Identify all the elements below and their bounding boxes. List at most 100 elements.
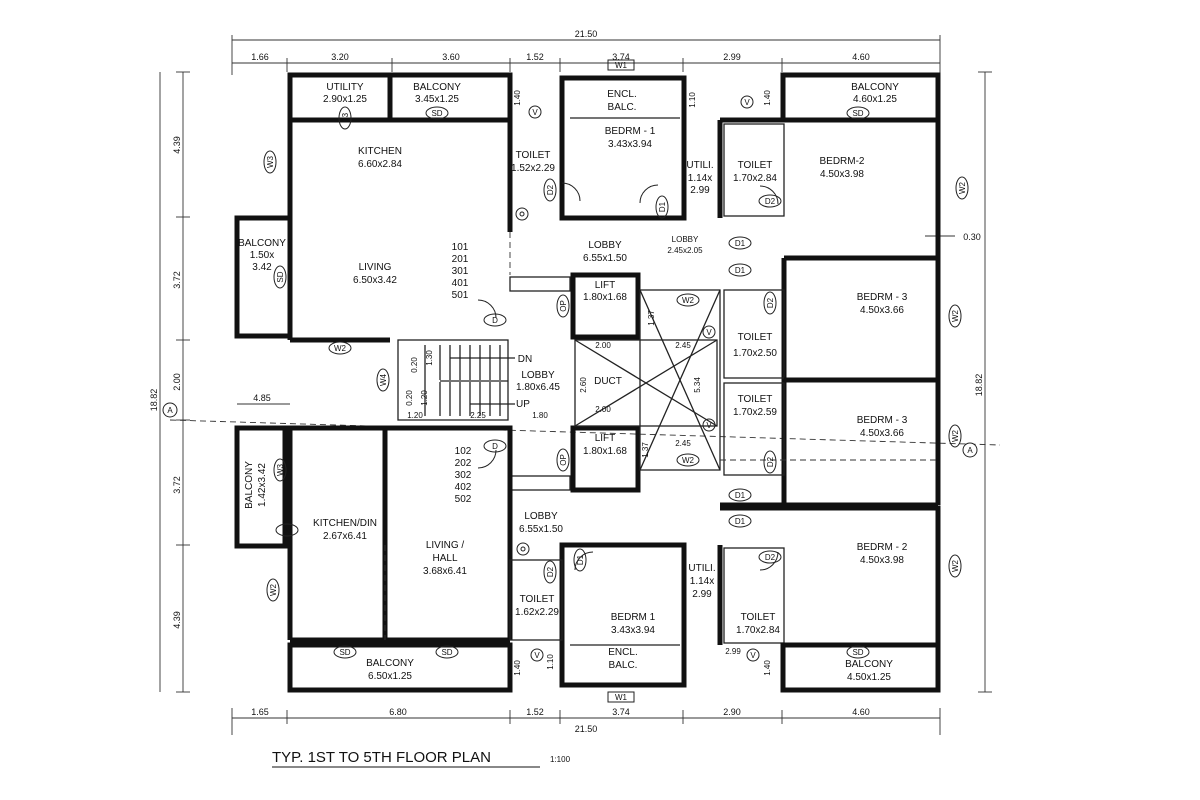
room-name: UTILI. (688, 563, 715, 574)
room-size: 1.70x2.84 (733, 173, 777, 184)
window-tag-w2: W2 (269, 583, 278, 596)
sliding-door-tag-sd: SD (431, 109, 442, 118)
dim-text: 1.37 (647, 310, 656, 326)
room-size: 4.60x1.25 (853, 94, 897, 105)
unit-numbers-bottom: 102 202 302 402 502 (455, 446, 472, 505)
door-tag-d2: D2 (766, 297, 775, 308)
room-size: 4.50x1.25 (847, 672, 891, 683)
room-size: 1.14x (690, 576, 714, 587)
dim-left-4: 3.72 (172, 476, 182, 494)
dim-left-1: 4.39 (172, 136, 182, 154)
room-name: UTILI. (686, 160, 713, 171)
room-size: HALL (432, 553, 457, 564)
dim-text: 1.10 (546, 654, 555, 670)
door-tag-d2: D2 (766, 456, 775, 467)
dim-text: 2.45 (675, 439, 691, 448)
room-size: 4.50x3.66 (860, 305, 904, 316)
room-name: BALCONY (845, 659, 893, 670)
dim-text: 2.00 (595, 405, 611, 414)
room-name: LOBBY (588, 240, 622, 251)
dim-text: 1.10 (688, 92, 697, 108)
window-tag-w2: W2 (951, 309, 960, 322)
dim-top-total: 21.50 (575, 29, 598, 39)
unit-numbers-top: 101 201 301 401 501 (452, 242, 469, 301)
room-name: TOILET (738, 394, 773, 405)
room-size: BALC. (608, 102, 637, 113)
dim-text: 1.40 (513, 660, 522, 676)
dim-text: 1.80 (532, 411, 548, 420)
ventilator-tag-v: V (706, 421, 712, 430)
window-tag-w2: W2 (682, 456, 695, 465)
room-size: 1.80x1.68 (583, 446, 627, 457)
grid-marker-right: A (967, 446, 973, 455)
room-name: TOILET (520, 594, 555, 605)
dim-text: 1.40 (763, 660, 772, 676)
room-labels: UTILITY 2.90x1.25 BALCONY 3.45x1.25 ENCL… (238, 82, 908, 683)
window-tag-w2: W2 (958, 181, 967, 194)
dim-mid-left: 4.85 (253, 393, 271, 403)
dim-text: 1.40 (763, 90, 772, 106)
plan-title-block: TYP. 1ST TO 5TH FLOOR PLAN 1:100 (272, 749, 571, 768)
dim-right-small: 0.30 (963, 232, 981, 242)
dim-bottom-2: 6.80 (389, 707, 407, 717)
room-size: 1.42x3.42 (257, 463, 268, 507)
dim-top-3: 3.60 (442, 52, 460, 62)
grid-line-a: A A (162, 402, 1001, 458)
room-name: UTILITY (326, 82, 364, 93)
room-size-2: 2.99 (690, 185, 710, 196)
room-name: BALCONY (244, 461, 255, 509)
room-size-2: 2.99 (692, 589, 712, 600)
window-tag-w2: W2 (951, 429, 960, 442)
door-tag-d2: D2 (765, 553, 776, 562)
room-name: LOBBY (524, 511, 558, 522)
room-name: LIFT (595, 280, 616, 291)
dim-bottom-6: 4.60 (852, 707, 870, 717)
room-size: 1.14x (688, 173, 712, 184)
dimension-lines-bottom: 1.65 6.80 1.52 3.74 2.90 4.60 21.50 (231, 707, 941, 735)
room-name: BEDRM - 3 (857, 292, 908, 303)
room-size: 3.43x3.94 (611, 625, 655, 636)
stair-treads (424, 345, 508, 416)
room-size: 6.55x1.50 (519, 524, 563, 535)
unit-number: 301 (452, 266, 469, 277)
room-size: 1.50x (250, 250, 274, 261)
walls (234, 72, 941, 693)
unit-number: 501 (452, 290, 469, 301)
window-tag-w3: W3 (276, 463, 285, 476)
door-tag-d2: D2 (546, 566, 555, 577)
dim-bottom-3: 1.52 (526, 707, 544, 717)
dim-text: 1.30 (425, 350, 434, 366)
room-size: 1.70x2.59 (733, 407, 777, 418)
door-tag-d1: D1 (735, 517, 746, 526)
door-tag-d2: D2 (546, 184, 555, 195)
room-name: TOILET (741, 612, 776, 623)
unit-number: 302 (455, 470, 472, 481)
room-name: KITCHEN (358, 146, 402, 157)
unit-number: 101 (452, 242, 469, 253)
room-name: ENCL. (607, 89, 636, 100)
room-size: 6.50x3.42 (353, 275, 397, 286)
dim-text: 5.34 (693, 377, 702, 393)
room-name: BEDRM - 3 (857, 415, 908, 426)
room-name: BALCONY (413, 82, 461, 93)
dim-top-4: 1.52 (526, 52, 544, 62)
door-tag-d: D (492, 442, 498, 451)
window-tag-w1: W1 (615, 61, 628, 70)
opening-tag-op: OP (559, 454, 568, 466)
ventilator-tag-v: V (532, 108, 538, 117)
window-tag-w3: W3 (266, 155, 275, 168)
room-size: 1.70x2.84 (736, 625, 780, 636)
door-window-tags: W1 W1 W2 W2 W2 W2 W2 W2 W2 W2 W3 W3 W4 D… (263, 59, 969, 703)
door-tag-d3: D3 (341, 112, 350, 123)
dim-text: 2.25 (470, 411, 486, 420)
unit-number: 502 (455, 494, 472, 505)
dim-left-3: 2.00 (172, 373, 182, 391)
dim-bottom-5: 2.90 (723, 707, 741, 717)
room-name: BALCONY (851, 82, 899, 93)
room-size: 2.45x2.05 (667, 246, 703, 255)
dim-bottom-4: 3.74 (612, 707, 630, 717)
dim-right-total: 18.82 (974, 374, 984, 397)
room-name: LIVING (359, 262, 392, 273)
dim-text: 2.00 (595, 341, 611, 350)
